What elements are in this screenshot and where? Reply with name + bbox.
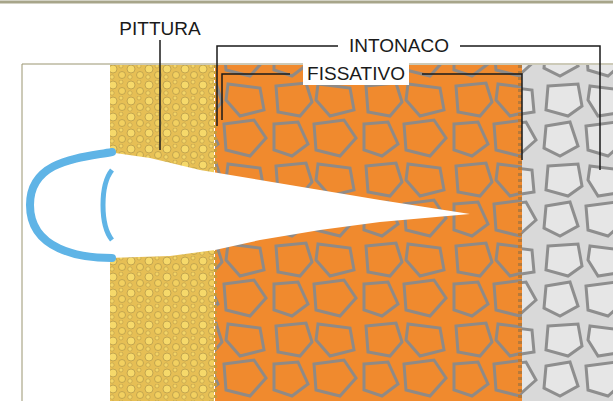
part-label: FISSATIVO — [303, 63, 409, 85]
part-label: INTONACO — [345, 35, 453, 57]
part-label: PITTURA — [115, 18, 204, 40]
